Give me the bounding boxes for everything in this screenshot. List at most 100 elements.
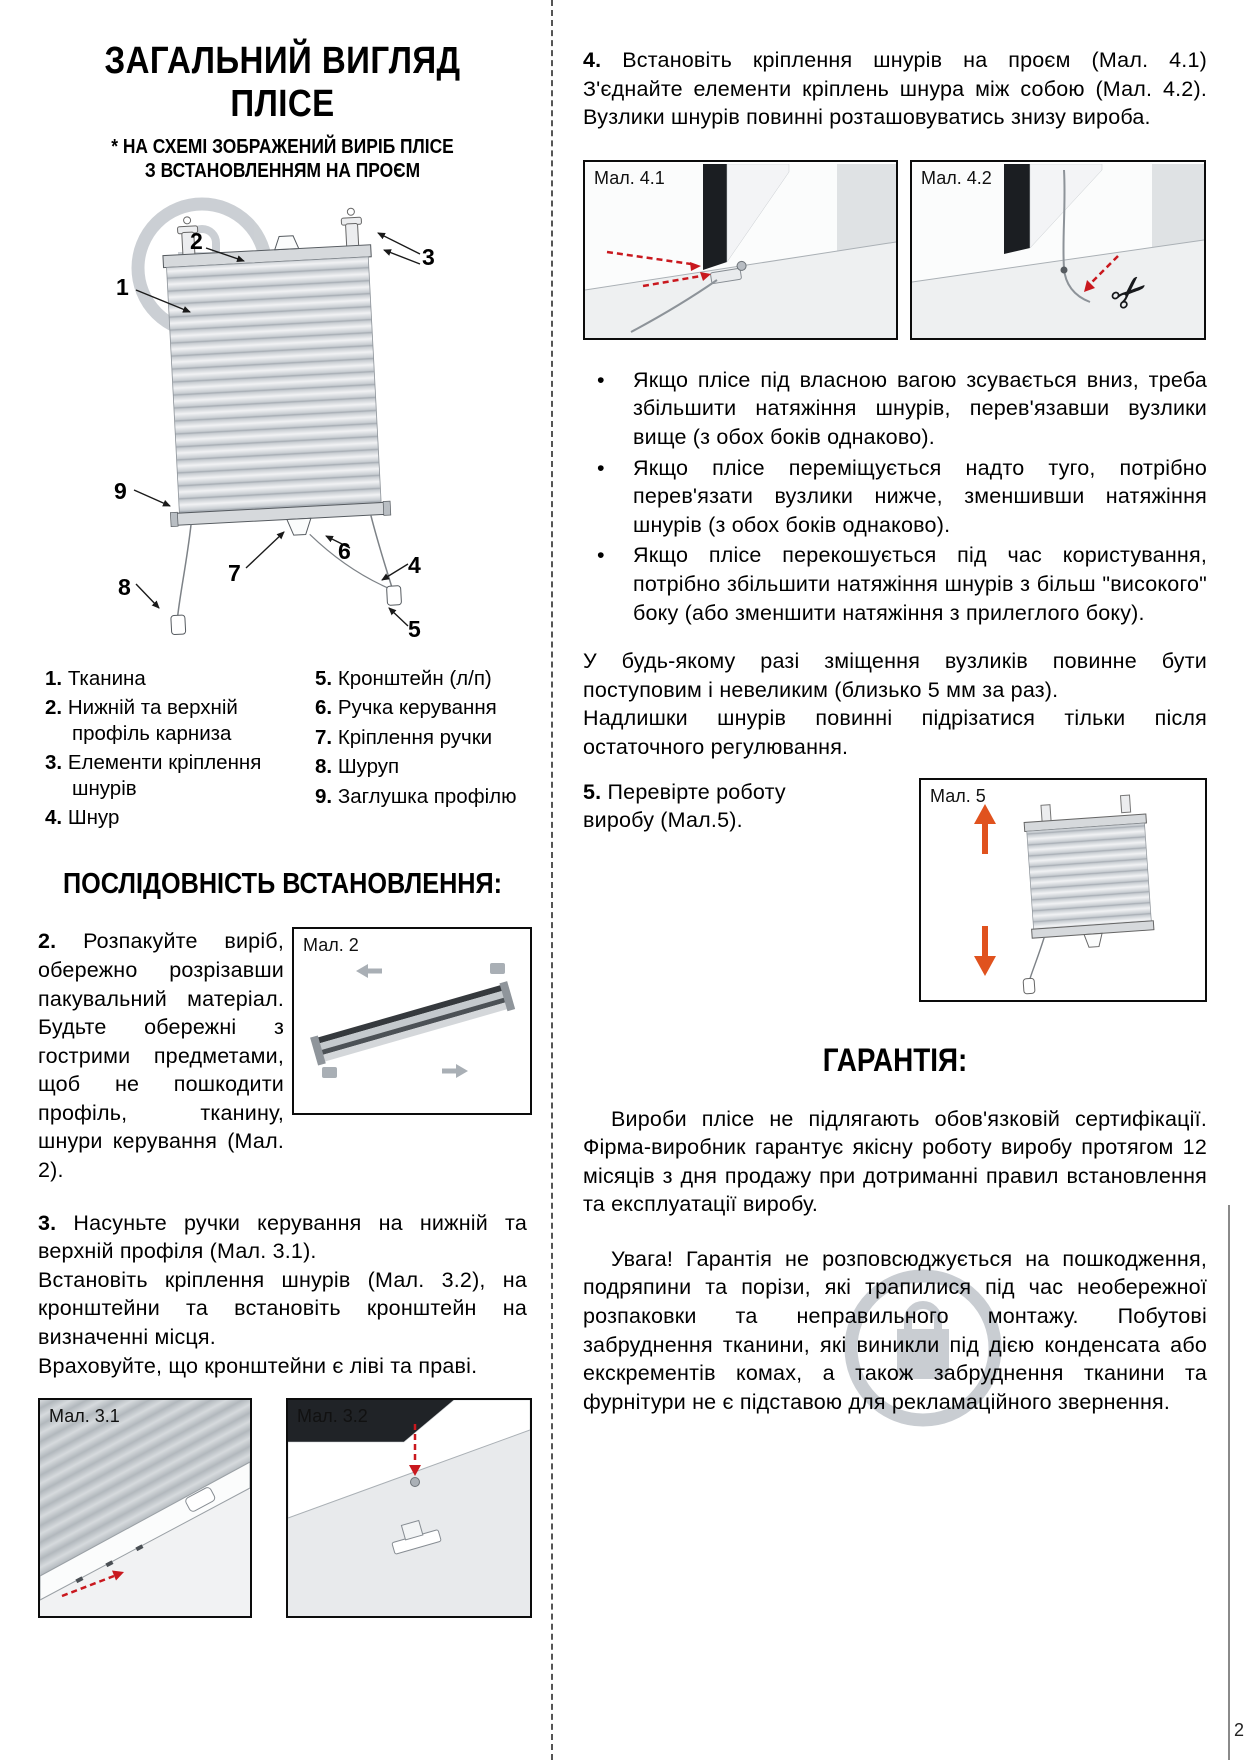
bullet-text: Якщо плісе переміщується надто туго, пот… [633, 455, 1207, 537]
step-3: 3. Насуньте ручки керування на нижній та… [30, 1209, 527, 1381]
column-divider-dashed-line [551, 0, 553, 1760]
figure-3-2-label: Мал. 3.2 [297, 1406, 368, 1427]
legend-item-number: 3. [45, 751, 63, 775]
figure-4-2-label: Мал. 4.2 [921, 167, 992, 188]
legend-item-text: Кріплення ручки [337, 725, 493, 749]
legend-column-1: 1. Тканина 2. Нижній та верхній профіль … [45, 666, 315, 834]
step-2-body: Розпакуйте виріб, обережно розрізавши па… [38, 929, 284, 1183]
step-2-number: 2. [38, 929, 57, 954]
bracket-drawing [391, 1520, 442, 1555]
warranty-paragraph-2: Увага! Гарантія не розповсюджується на п… [583, 1246, 1207, 1414]
diagram-callout-6: 6 [338, 537, 351, 564]
legend-item-number: 9. [315, 784, 333, 808]
subtitle: * НА СХЕМІ ЗОБРАЖЕНИЙ ВИРІБ ПЛІСЕ З ВСТА… [63, 135, 502, 184]
step-3-number: 3. [38, 1210, 57, 1235]
step-4-text: 4. Встановіть кріплення шнурів на проєм … [583, 46, 1207, 132]
right-column: 4. Встановіть кріплення шнурів на проєм … [583, 46, 1207, 1427]
legend-item: 3. Елементи кріплення шнурів [45, 750, 315, 801]
figure-2-label: Мал. 2 [303, 935, 359, 956]
bullet-marker: • [597, 543, 605, 568]
diagram-callout-7: 7 [228, 559, 241, 586]
step-3-p1: 3. Насуньте ручки керування на нижній та… [38, 1209, 527, 1266]
bullet-text: Якщо плісе перекошується під час користу… [633, 543, 1207, 625]
legend-item-text: Шуруп [337, 755, 400, 779]
warranty-title: ГАРАНТІЯ: [822, 1041, 968, 1078]
figure-3-1-label: Мал. 3.1 [49, 1406, 120, 1427]
title-line-2: ПЛІСЕ [230, 82, 335, 125]
legend-item-number: 5. [315, 666, 333, 690]
figures-3-row: Мал. 3.1 [30, 1398, 535, 1619]
legend-item: 1. Тканина [45, 666, 315, 691]
legend-item-number: 2. [45, 696, 63, 720]
diagram-callout-2: 2 [190, 227, 203, 254]
figure-3-2-drawing [288, 1400, 530, 1617]
diagram-callout-8: 8 [118, 573, 131, 600]
legend-item-text: Заглушка профілю [337, 784, 517, 808]
subtitle-line-1: * НА СХЕМІ ЗОБРАЖЕНИЙ ВИРІБ ПЛІСЕ [111, 136, 454, 159]
legend-item-text: Ручка керування [337, 696, 497, 720]
callout-leader-lines [133, 232, 421, 627]
figure-4-2-drawing: ✂ [912, 163, 1204, 338]
warranty-paragraph-2-wrap: Увага! Гарантія не розповсюджується на п… [583, 1245, 1207, 1427]
legend-item: 8. Шуруп [315, 754, 535, 779]
figure-5: Мал. 5 [919, 777, 1207, 1002]
legend-item: 7. Кріплення ручки [315, 725, 535, 750]
cord-clip-drawing [710, 260, 747, 284]
figure-5-label: Мал. 5 [930, 785, 986, 806]
diagram-callout-1: 1 [116, 273, 129, 300]
legend-item-number: 6. [315, 696, 333, 720]
cord-knot [1060, 266, 1068, 274]
title-line-1: ЗАГАЛЬНИЙ ВИГЛЯД [104, 40, 461, 82]
legend-item-text: Елементи кріплення шнурів [67, 751, 262, 800]
bullet-item: • Якщо плісе під власною вагою зсуваєтьс… [583, 366, 1207, 452]
figure-4-1-label: Мал. 4.1 [594, 167, 665, 188]
adjustment-note: У будь-якому разі зміщення вузликів пови… [583, 647, 1207, 761]
figure-5-drawing [974, 794, 1155, 994]
screw-icon [410, 1477, 420, 1488]
page-number: 2 [1234, 1720, 1245, 1740]
blind-diagram-drawing [131, 197, 421, 635]
bullet-marker: • [597, 367, 605, 392]
figure-4-1-drawing [585, 163, 896, 338]
step-3-body-1: Насуньте ручки керування на нижній та ве… [38, 1210, 527, 1264]
diagram-callout-4: 4 [408, 551, 421, 578]
step-3-p3: Враховуйте, що кронштейни є ліві та прав… [38, 1353, 478, 1378]
legend-item: 2. Нижній та верхній профіль карниза [45, 695, 315, 746]
legend-item-number: 1. [45, 666, 63, 690]
note-paragraph-2: Надлишки шнурів повинні підрізатися тіль… [583, 706, 1207, 759]
brand-watermark-icon [844, 1269, 1002, 1427]
diagram-callout-5: 5 [408, 615, 421, 642]
step-5: 5. Перевірте роботу виробу (Мал.5). Мал.… [583, 777, 1207, 1002]
bullet-text: Якщо плісе під власною вагою зсувається … [633, 367, 1207, 449]
bullet-item: • Якщо плісе перекошується під час корис… [583, 541, 1207, 627]
up-down-arrows-icon [974, 803, 996, 976]
subtitle-line-2: З ВСТАНОВЛЕННЯМ НА ПРОЄМ [144, 160, 421, 183]
legend-item-text: Тканина [67, 666, 146, 690]
legend-item: 6. Ручка керування [315, 695, 535, 720]
bullet-item: • Якщо плісе переміщується надто туго, п… [583, 454, 1207, 540]
step-2-text: 2. Розпакуйте виріб, обережно розрізавши… [38, 927, 284, 1184]
legend-item-text: Шнур [67, 805, 120, 829]
diagram-callout-3: 3 [422, 243, 435, 270]
figure-3-1-drawing [40, 1400, 250, 1617]
legend-item-text: Нижній та верхній профіль карниза [67, 696, 238, 745]
legend-item-text: Кронштейн (л/п) [337, 666, 492, 690]
step-2: 2. Розпакуйте виріб, обережно розрізавши… [30, 927, 535, 1184]
step-4-body: Встановіть кріплення шнурів на проєм (Ма… [583, 48, 1207, 130]
adjustment-bullet-list: • Якщо плісе під власною вагою зсуваєтьс… [583, 366, 1207, 627]
step-5-number: 5. [583, 779, 602, 804]
legend-item: 4. Шнур [45, 805, 315, 830]
step-3-p2: Встановіть кріплення шнурів (Мал. 3.2), … [38, 1267, 527, 1350]
legend-column-2: 5. Кронштейн (л/п) 6. Ручка керування 7.… [315, 666, 535, 834]
bullet-marker: • [597, 455, 605, 480]
legend: 1. Тканина 2. Нижній та верхній профіль … [30, 666, 535, 834]
left-column: ЗАГАЛЬНИЙ ВИГЛЯД ПЛІСЕ * НА СХЕМІ ЗОБРАЖ… [30, 40, 535, 1619]
red-dashed-arrow [1089, 254, 1119, 285]
figure-2-drawing [310, 963, 516, 1079]
figure-3-2: Мал. 3.2 [286, 1398, 532, 1619]
section-title-installation: ПОСЛІДОВНІСТЬ ВСТАНОВЛЕННЯ: [62, 868, 503, 901]
legend-item: 9. Заглушка профілю [315, 784, 535, 809]
figure-2: Мал. 2 [292, 927, 532, 1116]
figure-3-1: Мал. 3.1 [38, 1398, 252, 1619]
